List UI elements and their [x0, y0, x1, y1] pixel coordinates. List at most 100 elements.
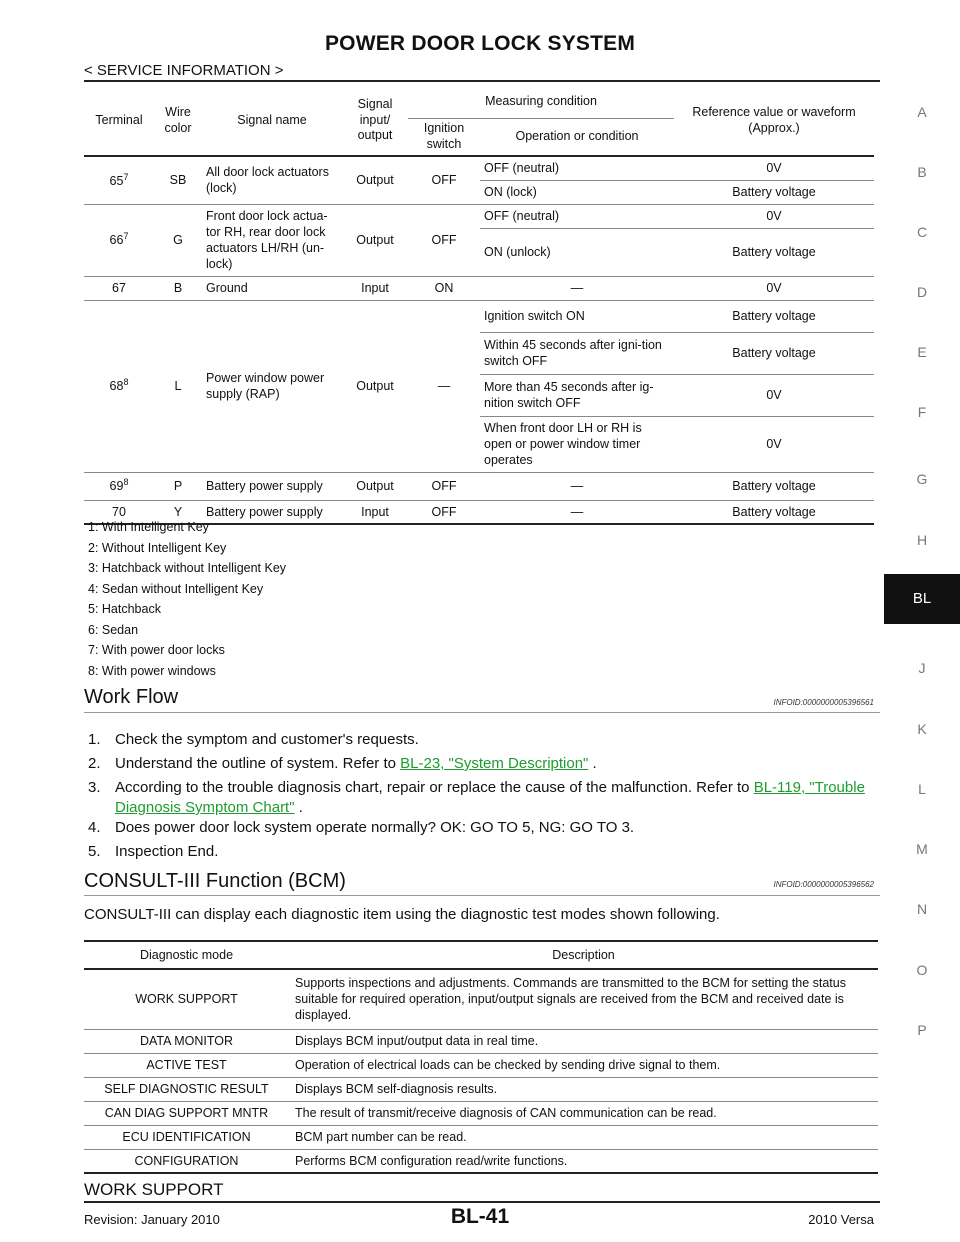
- ignition-switch: ON: [408, 276, 480, 301]
- col-reference-value: Reference value or waveform (Approx.): [674, 86, 874, 157]
- section-tab-k[interactable]: K: [917, 721, 927, 737]
- terminal-footnote: 7: [123, 231, 129, 242]
- reference-value: 0V: [674, 276, 874, 301]
- reference-value: Battery voltage: [674, 500, 874, 525]
- footnote-item: 6: Sedan: [88, 622, 139, 637]
- terminal-value: 67: [112, 280, 126, 295]
- diagnostic-mode: WORK SUPPORT: [84, 969, 289, 1030]
- section-tab-g[interactable]: G: [916, 471, 928, 487]
- wire-color: Y: [154, 500, 202, 525]
- operation-condition: OFF (neutral): [480, 204, 674, 229]
- signal-name: Battery power supply: [202, 500, 342, 525]
- header-divider: [84, 80, 880, 82]
- wire-color: P: [154, 472, 202, 501]
- page-title: POWER DOOR LOCK SYSTEM: [324, 32, 636, 55]
- footer-revision: Revision: January 2010: [84, 1212, 220, 1227]
- terminal-number: 70: [84, 500, 154, 525]
- section-tab-bl[interactable]: BL: [884, 574, 960, 624]
- operation-condition: When front door LH or RH is open or powe…: [480, 416, 674, 473]
- mode-description: Displays BCM self-diagnosis results.: [289, 1077, 878, 1102]
- reference-value: Battery voltage: [674, 472, 874, 501]
- footnote-item: 1: With Intelligent Key: [88, 520, 209, 534]
- step-number: 1.: [88, 731, 101, 748]
- terminal-table: Terminal Wire color Signal name Signal i…: [84, 86, 874, 525]
- mode-description: Displays BCM input/output data in real t…: [289, 1029, 878, 1054]
- table-row: ON (unlock)Battery voltage: [84, 228, 874, 277]
- section-tab-f[interactable]: F: [917, 404, 927, 420]
- table-row: Within 45 seconds after igni-tion switch…: [84, 332, 874, 375]
- wire-color: L: [154, 300, 202, 473]
- footer-divider: [84, 1201, 880, 1203]
- work-flow-heading: Work Flow: [84, 686, 179, 708]
- section-tab-b[interactable]: B: [917, 164, 927, 180]
- signal-io: Output: [342, 156, 408, 205]
- table-row: ON (lock)Battery voltage: [84, 180, 874, 205]
- section-tab-c[interactable]: C: [916, 224, 928, 240]
- terminal-number: 688: [84, 300, 154, 473]
- wire-color: SB: [154, 156, 202, 205]
- terminal-number: 667: [84, 204, 154, 277]
- step-number: 5.: [88, 843, 101, 860]
- operation-condition: More than 45 seconds after ig-nition swi…: [480, 374, 674, 417]
- col-operation: Operation or condition: [480, 118, 674, 157]
- reference-link[interactable]: BL-23, "System Description": [400, 755, 589, 772]
- col-wire-color: Wire color: [154, 86, 202, 157]
- wire-color: G: [154, 204, 202, 277]
- mode-description: The result of transmit/receive diagnosis…: [289, 1101, 878, 1126]
- col-terminal: Terminal: [84, 86, 154, 157]
- section-tab-e[interactable]: E: [917, 344, 927, 360]
- section-tab-l[interactable]: L: [918, 781, 926, 797]
- section-tab-n[interactable]: N: [916, 901, 928, 917]
- work-flow-step: 4.Does power door lock system operate no…: [88, 818, 878, 838]
- section-tab-o[interactable]: O: [916, 962, 928, 978]
- work-flow-step: 5.Inspection End.: [88, 842, 878, 862]
- reference-link[interactable]: BL-119, "Trouble Diagnosis Symptom Chart…: [115, 779, 865, 816]
- step-text-suffix: .: [294, 799, 303, 816]
- step-text: Understand the outline of system. Refer …: [115, 755, 401, 772]
- signal-io: Output: [342, 300, 408, 473]
- step-text: Check the symptom and customer's request…: [115, 731, 419, 748]
- step-text: Does power door lock system operate norm…: [115, 819, 635, 836]
- work-flow-infoid: INFOID:0000000005396561: [773, 698, 874, 707]
- table-row: More than 45 seconds after ig-nition swi…: [84, 374, 874, 417]
- section-tab-m[interactable]: M: [916, 841, 928, 857]
- operation-condition: ON (unlock): [480, 228, 674, 277]
- reference-value: 0V: [674, 374, 874, 417]
- section-tab-h[interactable]: H: [916, 532, 928, 548]
- operation-condition: ON (lock): [480, 180, 674, 205]
- section-tab-j[interactable]: J: [918, 660, 926, 676]
- col-ignition-switch: Ignition switch: [408, 118, 480, 157]
- signal-name: All door lock actuators (lock): [202, 156, 342, 205]
- ignition-switch: —: [408, 300, 480, 473]
- mode-description: BCM part number can be read.: [289, 1125, 878, 1150]
- signal-io: Output: [342, 204, 408, 277]
- work-flow-step: 2.Understand the outline of system. Refe…: [88, 754, 878, 774]
- section-tab-p[interactable]: P: [917, 1022, 927, 1038]
- diagnostic-mode-table: Diagnostic mode Description WORK SUPPORT…: [84, 940, 878, 1174]
- reference-value: 0V: [674, 156, 874, 181]
- diagnostic-mode: CONFIGURATION: [84, 1149, 289, 1174]
- signal-io: Input: [342, 276, 408, 301]
- footnote-item: 4: Sedan without Intelligent Key: [88, 581, 264, 596]
- ignition-switch: OFF: [408, 472, 480, 501]
- consult-infoid: INFOID:0000000005396562: [773, 880, 874, 889]
- col-signal-io: Signal input/ output: [342, 86, 408, 157]
- diagnostic-mode: SELF DIAGNOSTIC RESULT: [84, 1077, 289, 1102]
- consult-divider: [84, 895, 880, 896]
- reference-value: Battery voltage: [674, 332, 874, 375]
- footnote-item: 3: Hatchback without Intelligent Key: [88, 561, 287, 575]
- diagnostic-mode: ACTIVE TEST: [84, 1053, 289, 1078]
- terminal-number: 67: [84, 276, 154, 301]
- consult-heading: CONSULT-III Function (BCM): [84, 870, 346, 892]
- terminal-value: 70: [112, 504, 126, 519]
- section-tab-a[interactable]: A: [917, 104, 927, 120]
- ignition-switch: OFF: [408, 500, 480, 525]
- step-number: 3.: [88, 779, 101, 796]
- section-tab-d[interactable]: D: [916, 284, 928, 300]
